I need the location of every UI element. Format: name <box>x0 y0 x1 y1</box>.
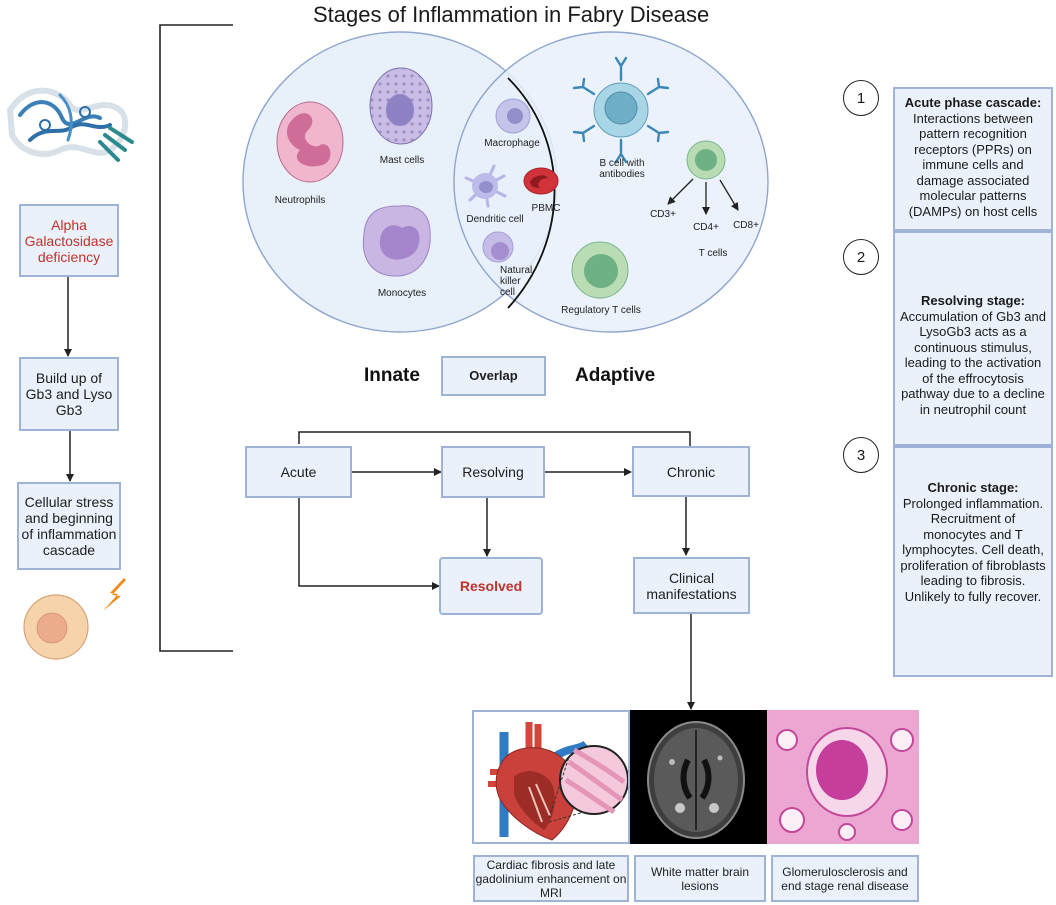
chronic-box: Chronic <box>632 446 750 497</box>
diagram-title: Stages of Inflammation in Fabry Disease <box>313 2 710 27</box>
b-cell-label: B cell with antibodies <box>599 158 645 180</box>
natural-killer-cell-label: Natural killer cell <box>500 265 533 298</box>
heart-with-histology-inset-icon <box>488 722 628 841</box>
monocyte-icon <box>362 205 431 277</box>
stage-3-text: Prolonged inflammation. Recruitment of m… <box>900 495 1046 604</box>
kidney-histology-image <box>767 710 919 844</box>
stage-number-1: 1 <box>843 80 879 116</box>
arrow-t-cell-to-cd8 <box>719 179 739 211</box>
clinical-manifestations-box: Clinical manifestations <box>633 557 750 614</box>
macrophage-icon <box>495 98 531 134</box>
stage-3-heading: Chronic stage: <box>927 480 1019 495</box>
stage-number-3: 3 <box>843 437 879 473</box>
stage-number-2: 2 <box>843 239 879 275</box>
dendritic-cell-label: Dendritic cell <box>466 214 524 225</box>
stage-1-text: Interactions between pattern recognition… <box>908 110 1038 219</box>
venn-overlap-boundary <box>507 77 556 309</box>
dendritic-cell-icon <box>464 164 507 208</box>
cardiac-caption: Cardiac fibrosis and late gadolinium enh… <box>473 855 629 902</box>
t-cells-label: T cells <box>698 248 728 259</box>
b-cell-with-antibodies-icon <box>572 56 670 164</box>
resolving-box: Resolving <box>441 446 545 498</box>
regulatory-t-cells-label: Regulatory T cells <box>561 305 641 316</box>
regulatory-t-cell-icon <box>571 241 629 299</box>
mast-cells-label: Mast cells <box>379 155 425 166</box>
stressed-cell-with-lightning-icon <box>23 578 126 660</box>
pbmc-label: PBMC <box>531 203 561 214</box>
mast-cell-icon <box>369 67 433 145</box>
kidney-histology-pas-stain-icon <box>767 710 919 844</box>
monocytes-label: Monocytes <box>377 288 427 299</box>
cd8-label: CD8+ <box>733 220 759 231</box>
neutrophil-icon <box>276 101 344 183</box>
stage-3-description: Chronic stage: Prolonged inflammation. R… <box>893 446 1053 677</box>
neutrophils-label: Neutrophils <box>274 195 326 206</box>
stage-1-description: Acute phase cascade: Interactions betwee… <box>893 87 1053 231</box>
stage-2-text: Accumulation of Gb3 and LysoGb3 acts as … <box>900 308 1046 417</box>
arrow-t-cell-to-cd3 <box>667 178 694 205</box>
pbmc-icon <box>523 167 559 195</box>
protein-structure-icon <box>6 87 134 162</box>
venn-adaptive-circle <box>453 31 769 333</box>
alpha-galactosidase-deficiency-box: Alpha Galactosidase deficiency <box>19 204 119 277</box>
natural-killer-cell-icon <box>482 231 514 263</box>
bracket-line <box>159 24 233 652</box>
acute-box: Acute <box>245 446 352 498</box>
stage-2-description: Resolving stage: Accumulation of Gb3 and… <box>893 231 1053 446</box>
stage-1-heading: Acute phase cascade: <box>904 95 1042 110</box>
macrophage-label: Macrophage <box>484 138 540 149</box>
brain-mri-image <box>630 710 767 844</box>
t-cell-icon <box>686 140 726 180</box>
gb3-buildup-box: Build up of Gb3 and Lyso Gb3 <box>19 357 119 431</box>
renal-caption: Glomerulosclerosis and end stage renal d… <box>771 855 919 902</box>
cd3-label: CD3+ <box>650 209 676 220</box>
arrow-acute-to-resolved <box>298 498 440 590</box>
brain-mri-axial-flair-icon <box>647 721 745 839</box>
cellular-stress-box: Cellular stress and beginning of inflamm… <box>17 482 121 570</box>
stage-2-heading: Resolving stage: <box>920 293 1026 308</box>
cd4-label: CD4+ <box>693 222 719 233</box>
overlap-box: Overlap <box>441 356 546 396</box>
adaptive-label: Adaptive <box>575 365 656 386</box>
heart-histology-image <box>472 710 630 844</box>
innate-label: Innate <box>364 365 420 386</box>
brain-caption: White matter brain lesions <box>634 855 766 902</box>
resolved-box: Resolved <box>439 557 543 615</box>
